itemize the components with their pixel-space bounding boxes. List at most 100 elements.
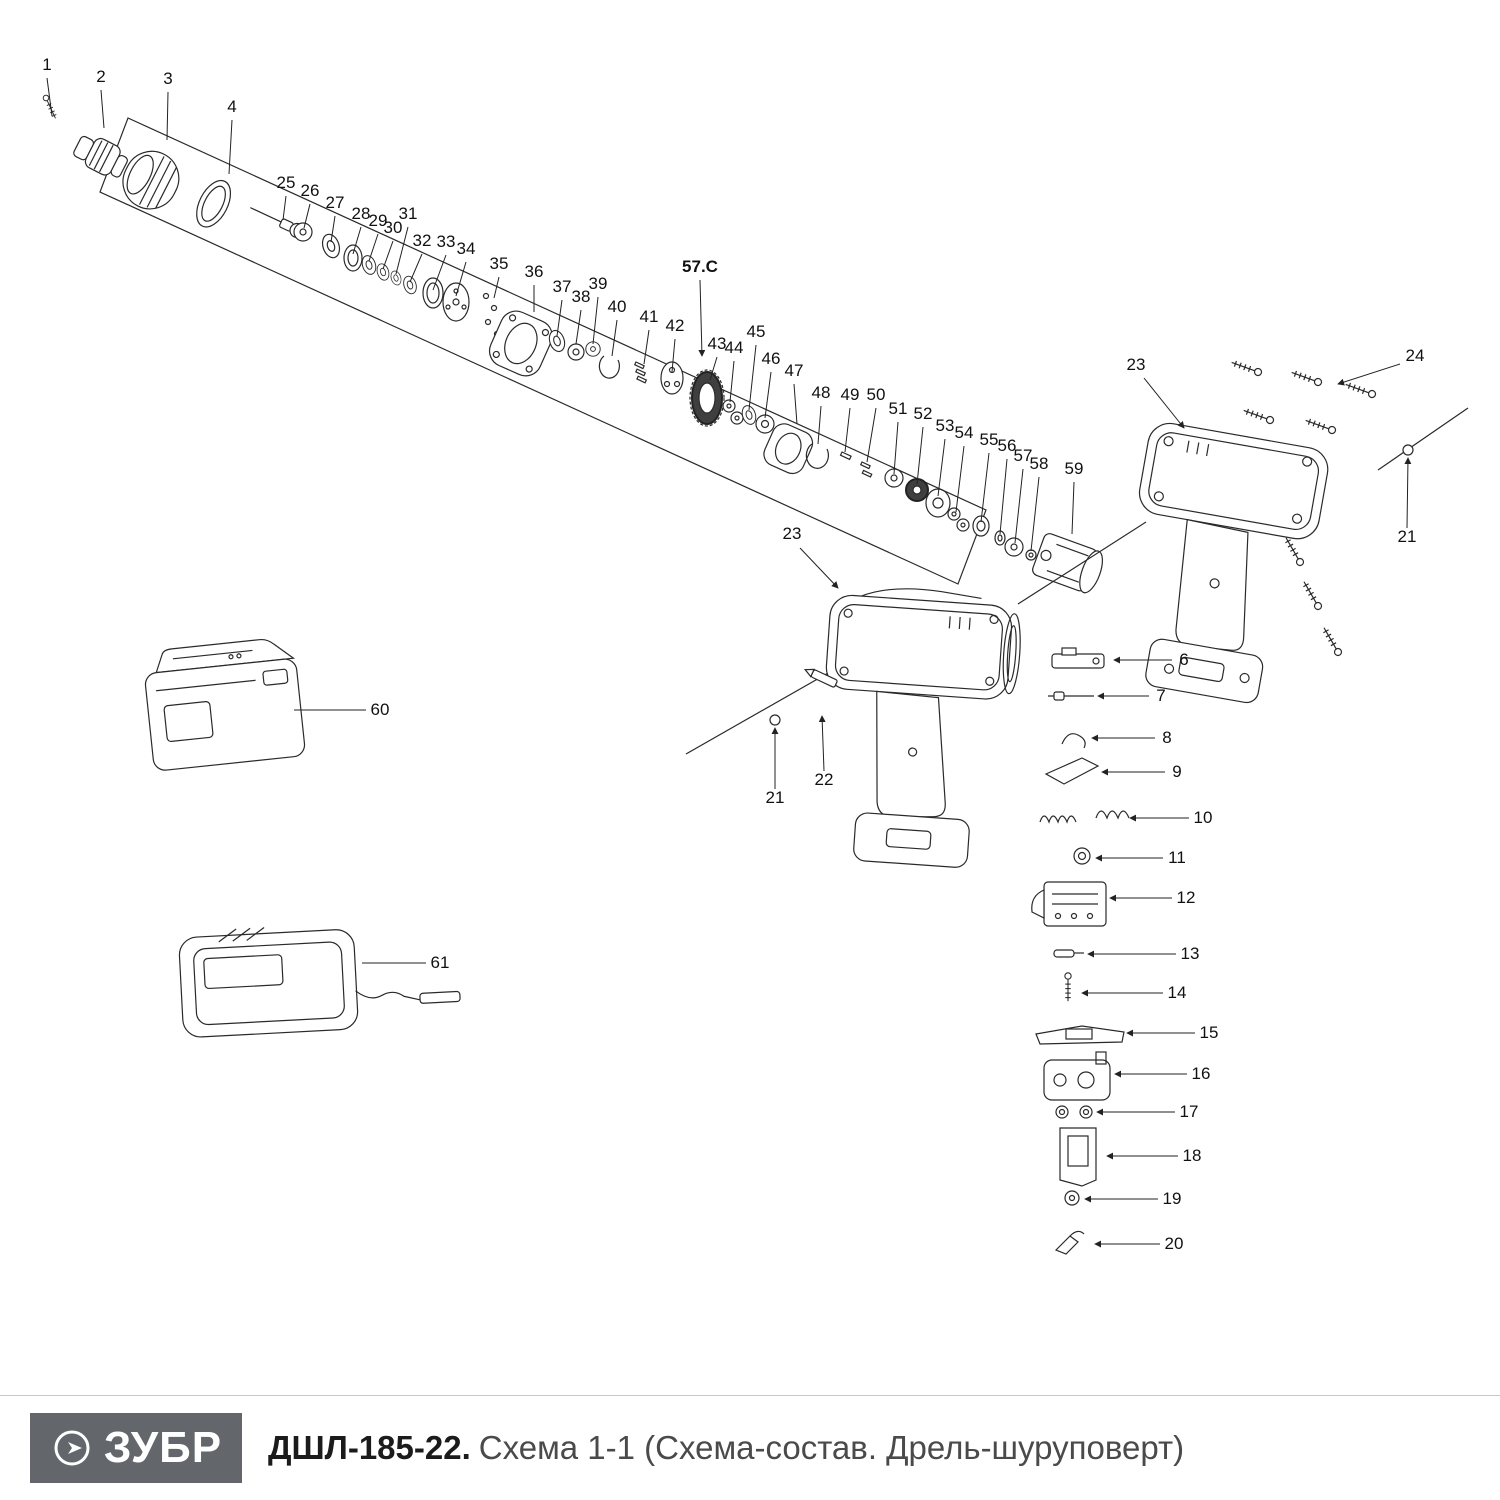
leader-line-40	[611, 319, 618, 357]
part-label-36: 36	[525, 262, 544, 281]
clip	[1054, 1230, 1085, 1255]
part-label-6: 6	[1179, 650, 1188, 669]
part-label-27: 27	[326, 193, 345, 212]
leader-line-42	[671, 338, 676, 373]
washer	[1064, 1190, 1080, 1206]
leader-line-38	[575, 309, 582, 345]
part-label-32: 32	[413, 231, 432, 250]
leader-line-34	[455, 261, 467, 297]
leader-line-22	[818, 715, 826, 772]
schema-title: ДШЛ-185-22.Схема 1-1 (Схема-состав. Дрел…	[268, 1429, 1184, 1467]
charger	[178, 927, 461, 1038]
screw	[1064, 972, 1072, 1002]
planet-carrier	[660, 361, 684, 395]
leader-line-25	[282, 195, 287, 221]
part-label-54: 54	[955, 423, 974, 442]
leader-line-33	[432, 254, 447, 291]
leader-line-57.C	[698, 279, 706, 357]
screwdriver-bit	[803, 668, 838, 688]
leader-line-35	[493, 276, 500, 299]
part-label-31: 31	[399, 204, 418, 223]
leader-line-58	[1030, 476, 1040, 552]
leader-line-4	[228, 119, 233, 175]
part-label-50: 50	[867, 385, 886, 404]
leader-line-23	[799, 547, 839, 589]
part-label-23: 23	[1127, 355, 1146, 374]
part-label-51: 51	[889, 399, 908, 418]
part-label-45: 45	[747, 322, 766, 341]
part-label-20: 20	[1165, 1234, 1184, 1253]
steel-ball	[769, 714, 781, 726]
leader-line-39	[592, 296, 599, 345]
brand-icon	[54, 1430, 90, 1466]
leader-line-28	[352, 226, 362, 255]
leader-line-26	[303, 203, 311, 229]
part-label-15: 15	[1200, 1023, 1219, 1042]
part-label-19: 19	[1163, 1189, 1182, 1208]
part-label-9: 9	[1172, 762, 1181, 781]
leader-line-29	[368, 233, 379, 262]
retaining-clip	[805, 443, 829, 469]
housing-half-left	[825, 588, 1021, 868]
leader-line-2	[100, 89, 105, 129]
brand-logo: ЗУБР	[30, 1413, 242, 1483]
leader-line-51	[893, 421, 899, 475]
motor	[1032, 533, 1104, 594]
part-label-59: 59	[1065, 459, 1084, 478]
axis-line	[1377, 407, 1469, 471]
brand-name: ЗУБР	[103, 1423, 223, 1472]
part-label-37: 37	[553, 277, 572, 296]
part-label-3: 3	[163, 69, 172, 88]
part-label-53: 53	[936, 416, 955, 435]
part-label-22: 22	[815, 770, 834, 789]
leader-line-3	[166, 91, 169, 141]
carrier-plate	[442, 282, 470, 322]
leader-line-49	[844, 407, 851, 453]
part-label-4: 4	[227, 97, 236, 116]
part-label-57.C: 57.C	[682, 257, 718, 276]
leader-line-23	[1143, 377, 1185, 429]
part-label-33: 33	[437, 232, 456, 251]
leader-line-41	[643, 329, 650, 365]
leader-line-24	[1337, 363, 1401, 386]
part-label-8: 8	[1162, 728, 1171, 747]
part-label-48: 48	[812, 383, 831, 402]
housing-half-right	[1138, 422, 1329, 704]
leader-line-21	[1404, 457, 1412, 529]
leader-line-30	[382, 240, 394, 270]
leader-line-44	[729, 360, 735, 403]
spring-clip	[1061, 733, 1086, 749]
springs	[1039, 810, 1130, 824]
part-label-40: 40	[608, 297, 627, 316]
part-label-23: 23	[783, 524, 802, 543]
part-label-14: 14	[1168, 983, 1187, 1002]
part-label-21: 21	[1398, 527, 1417, 546]
leader-line-50	[866, 407, 877, 463]
steel-ball	[1402, 444, 1414, 456]
part-label-28: 28	[352, 204, 371, 223]
leader-line-53	[937, 438, 946, 497]
part-label-34: 34	[457, 239, 476, 258]
planet-gears	[722, 399, 744, 425]
leader-line-37	[556, 299, 563, 337]
part-label-25: 25	[277, 173, 296, 192]
part-label-39: 39	[589, 274, 608, 293]
part-label-16: 16	[1192, 1064, 1211, 1083]
part-label-60: 60	[371, 700, 390, 719]
part-label-30: 30	[384, 218, 403, 237]
part-label-24: 24	[1406, 346, 1425, 365]
part-label-42: 42	[666, 316, 685, 335]
leader-line-48	[817, 405, 822, 445]
schema-subtitle: Схема 1-1 (Схема-состав. Дрель-шуруповер…	[478, 1429, 1185, 1466]
part-label-10: 10	[1194, 808, 1213, 827]
leader-line-47	[793, 383, 798, 425]
part-label-17: 17	[1180, 1102, 1199, 1121]
leader-line-1	[46, 77, 53, 117]
chuck	[73, 135, 128, 178]
part-label-29: 29	[369, 211, 388, 230]
part-label-26: 26	[301, 181, 320, 200]
contact-pin	[1053, 949, 1084, 958]
axis-line	[1017, 521, 1147, 605]
belt-clip-bracket	[1059, 1127, 1097, 1187]
